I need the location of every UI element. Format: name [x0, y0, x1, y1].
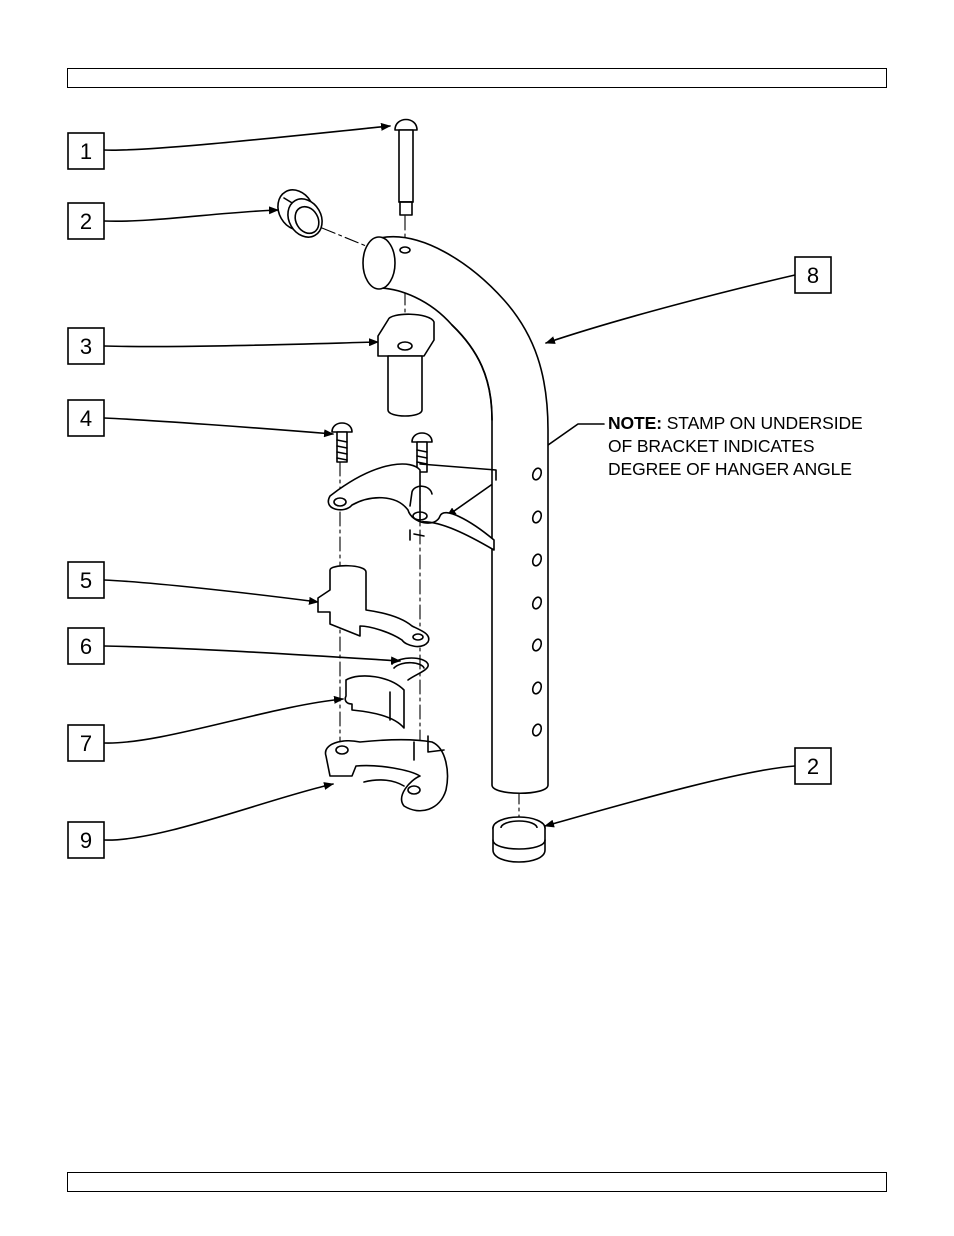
bracket-plate [327, 463, 497, 551]
leader-3 [103, 338, 379, 348]
leader-6 [103, 645, 401, 665]
axis-cap-top [321, 227, 377, 251]
callout-7: 7 [67, 724, 105, 762]
spring-clip [391, 657, 429, 681]
split-bushing [344, 675, 405, 729]
callout-label-2-bottom: 2 [807, 754, 819, 779]
note-line-2: OF BRACKET INDICATES [608, 436, 815, 456]
callout-2-bottom: 2 [794, 747, 832, 785]
callout-label-8: 8 [807, 263, 819, 288]
callout-label-6: 6 [80, 634, 92, 659]
callout-label-4: 4 [80, 406, 92, 431]
leader-4 [103, 417, 334, 438]
callout-label-5: 5 [80, 568, 92, 593]
callout-8: 8 [794, 256, 832, 294]
note-line-3: DEGREE OF HANGER ANGLE [608, 459, 852, 479]
callout-5: 5 [67, 561, 105, 599]
adjustment-holes [531, 467, 543, 737]
leader-7 [103, 695, 344, 744]
stamp-note: NOTE: STAMP ON UNDERSIDE OF BRACKET INDI… [608, 412, 863, 481]
frame-tube [362, 236, 549, 794]
header-bar [67, 68, 887, 88]
callout-label-1: 1 [80, 139, 92, 164]
pin-part [394, 118, 418, 216]
leader-9 [103, 782, 334, 841]
callout-6: 6 [67, 627, 105, 665]
callout-1: 1 [67, 132, 105, 170]
callout-label-2-top: 2 [80, 209, 92, 234]
callout-label-3: 3 [80, 334, 92, 359]
note-prefix: NOTE: [608, 413, 662, 433]
callout-label-9: 9 [80, 828, 92, 853]
leader-2a [103, 206, 279, 223]
note-line-1-text: STAMP ON UNDERSIDE [661, 413, 863, 433]
leader-note [446, 423, 605, 517]
hanger-clamp-base [324, 735, 449, 812]
clamp-block [317, 564, 430, 648]
callout-9: 9 [67, 821, 105, 859]
note-line-1: NOTE: STAMP ON UNDERSIDE [608, 412, 863, 435]
end-cap-top [277, 189, 323, 238]
leader-5 [103, 579, 319, 605]
footer-bar [67, 1172, 887, 1192]
leader-8 [545, 274, 796, 344]
callout-2-top: 2 [67, 202, 105, 240]
callout-4: 4 [67, 399, 105, 437]
hanger-insert [377, 313, 435, 417]
callouts: 1 2 3 4 5 6 7 9 [67, 132, 832, 859]
screws [331, 422, 433, 473]
callout-label-7: 7 [80, 731, 92, 756]
leader-2b [544, 765, 796, 828]
callout-3: 3 [67, 327, 105, 365]
end-cap-bottom [492, 816, 546, 863]
leader-1 [103, 122, 391, 151]
